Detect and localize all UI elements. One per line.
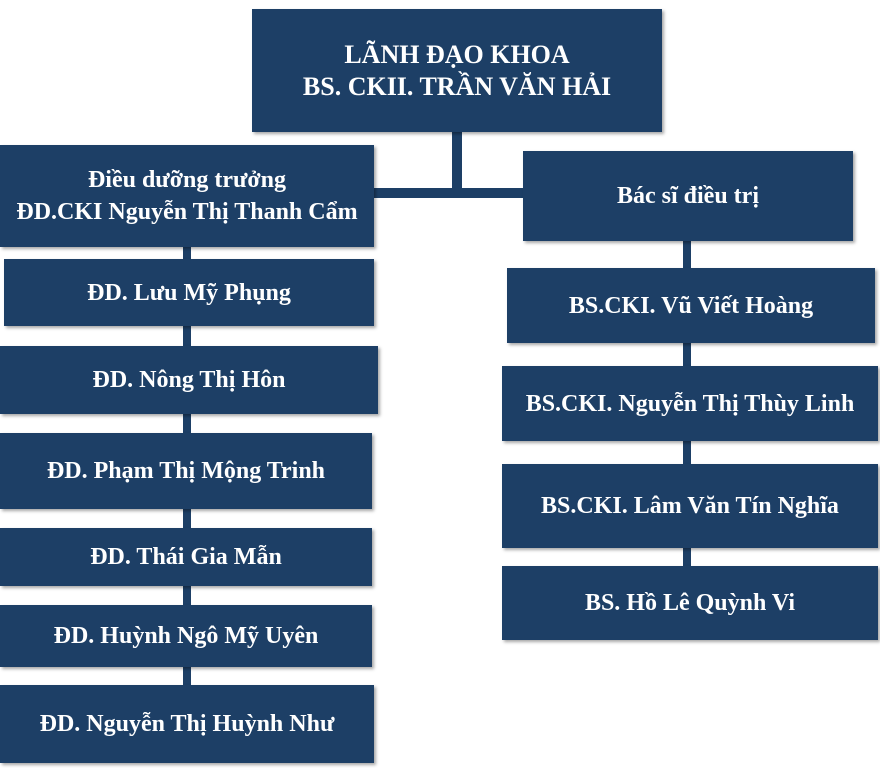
doctor-member-name: BS.CKI. Vũ Viết Hoàng bbox=[568, 292, 814, 319]
nursing-connector bbox=[183, 325, 191, 347]
leader-name: BS. CKII. TRẦN VĂN HẢI bbox=[302, 71, 612, 101]
nursing-member-name: ĐD. Huỳnh Ngô Mỹ Uyên bbox=[53, 623, 319, 649]
doctor-member-box: BS.CKI. Vũ Viết Hoàng bbox=[507, 268, 875, 343]
doctor-member-name: BS.CKI. Nguyễn Thị Thùy Linh bbox=[525, 390, 855, 417]
doctor-member-box: BS.CKI. Nguyễn Thị Thùy Linh bbox=[502, 366, 878, 441]
branch-horizontal-connector bbox=[372, 188, 524, 198]
doctors-head-box: Bác sĩ điều trị bbox=[523, 151, 853, 241]
nursing-head-name: ĐD.CKI Nguyễn Thị Thanh Cẩm bbox=[16, 199, 358, 225]
nursing-member-name: ĐD. Thái Gia Mẫn bbox=[90, 544, 282, 570]
leader-down-connector bbox=[452, 130, 462, 190]
doctor-member-name: BS.CKI. Lâm Văn Tín Nghĩa bbox=[541, 493, 839, 519]
nursing-member-name: ĐD. Nông Thị Hôn bbox=[92, 367, 286, 393]
nursing-connector bbox=[183, 246, 191, 260]
nursing-connector bbox=[183, 666, 191, 686]
doctor-connector bbox=[683, 546, 691, 566]
nursing-member-box: ĐD. Phạm Thị Mộng Trinh bbox=[0, 433, 372, 509]
doctor-connector bbox=[683, 342, 691, 366]
nursing-head-box: Điều dưỡng trưởng ĐD.CKI Nguyễn Thị Than… bbox=[0, 145, 374, 247]
nursing-member-box: ĐD. Thái Gia Mẫn bbox=[0, 528, 372, 586]
doctor-member-name: BS. Hồ Lê Quỳnh Vi bbox=[584, 590, 796, 616]
doctor-member-box: BS.CKI. Lâm Văn Tín Nghĩa bbox=[502, 464, 878, 548]
nursing-member-box: ĐD. Nông Thị Hôn bbox=[0, 346, 378, 414]
nursing-member-name: ĐD. Lưu Mỹ Phụng bbox=[87, 279, 291, 306]
nursing-member-box: ĐD. Lưu Mỹ Phụng bbox=[4, 259, 374, 326]
nursing-connector bbox=[183, 586, 191, 606]
doctor-connector bbox=[683, 240, 691, 268]
doctors-head-title: Bác sĩ điều trị bbox=[617, 183, 759, 209]
leader-box: LÃNH ĐẠO KHOA BS. CKII. TRẦN VĂN HẢI bbox=[252, 9, 662, 132]
nursing-member-box: ĐD. Nguyễn Thị Huỳnh Như bbox=[0, 685, 374, 763]
nursing-head-title: Điều dưỡng trưởng bbox=[87, 167, 287, 193]
nursing-member-box: ĐD. Huỳnh Ngô Mỹ Uyên bbox=[0, 605, 372, 667]
nursing-member-name: ĐD. Nguyễn Thị Huỳnh Như bbox=[39, 711, 335, 737]
nursing-connector bbox=[183, 414, 191, 434]
doctor-member-box: BS. Hồ Lê Quỳnh Vi bbox=[502, 566, 878, 640]
doctor-connector bbox=[683, 440, 691, 464]
nursing-connector bbox=[183, 509, 191, 529]
nursing-member-name: ĐD. Phạm Thị Mộng Trinh bbox=[46, 458, 326, 484]
leader-title: LÃNH ĐẠO KHOA bbox=[344, 39, 570, 69]
